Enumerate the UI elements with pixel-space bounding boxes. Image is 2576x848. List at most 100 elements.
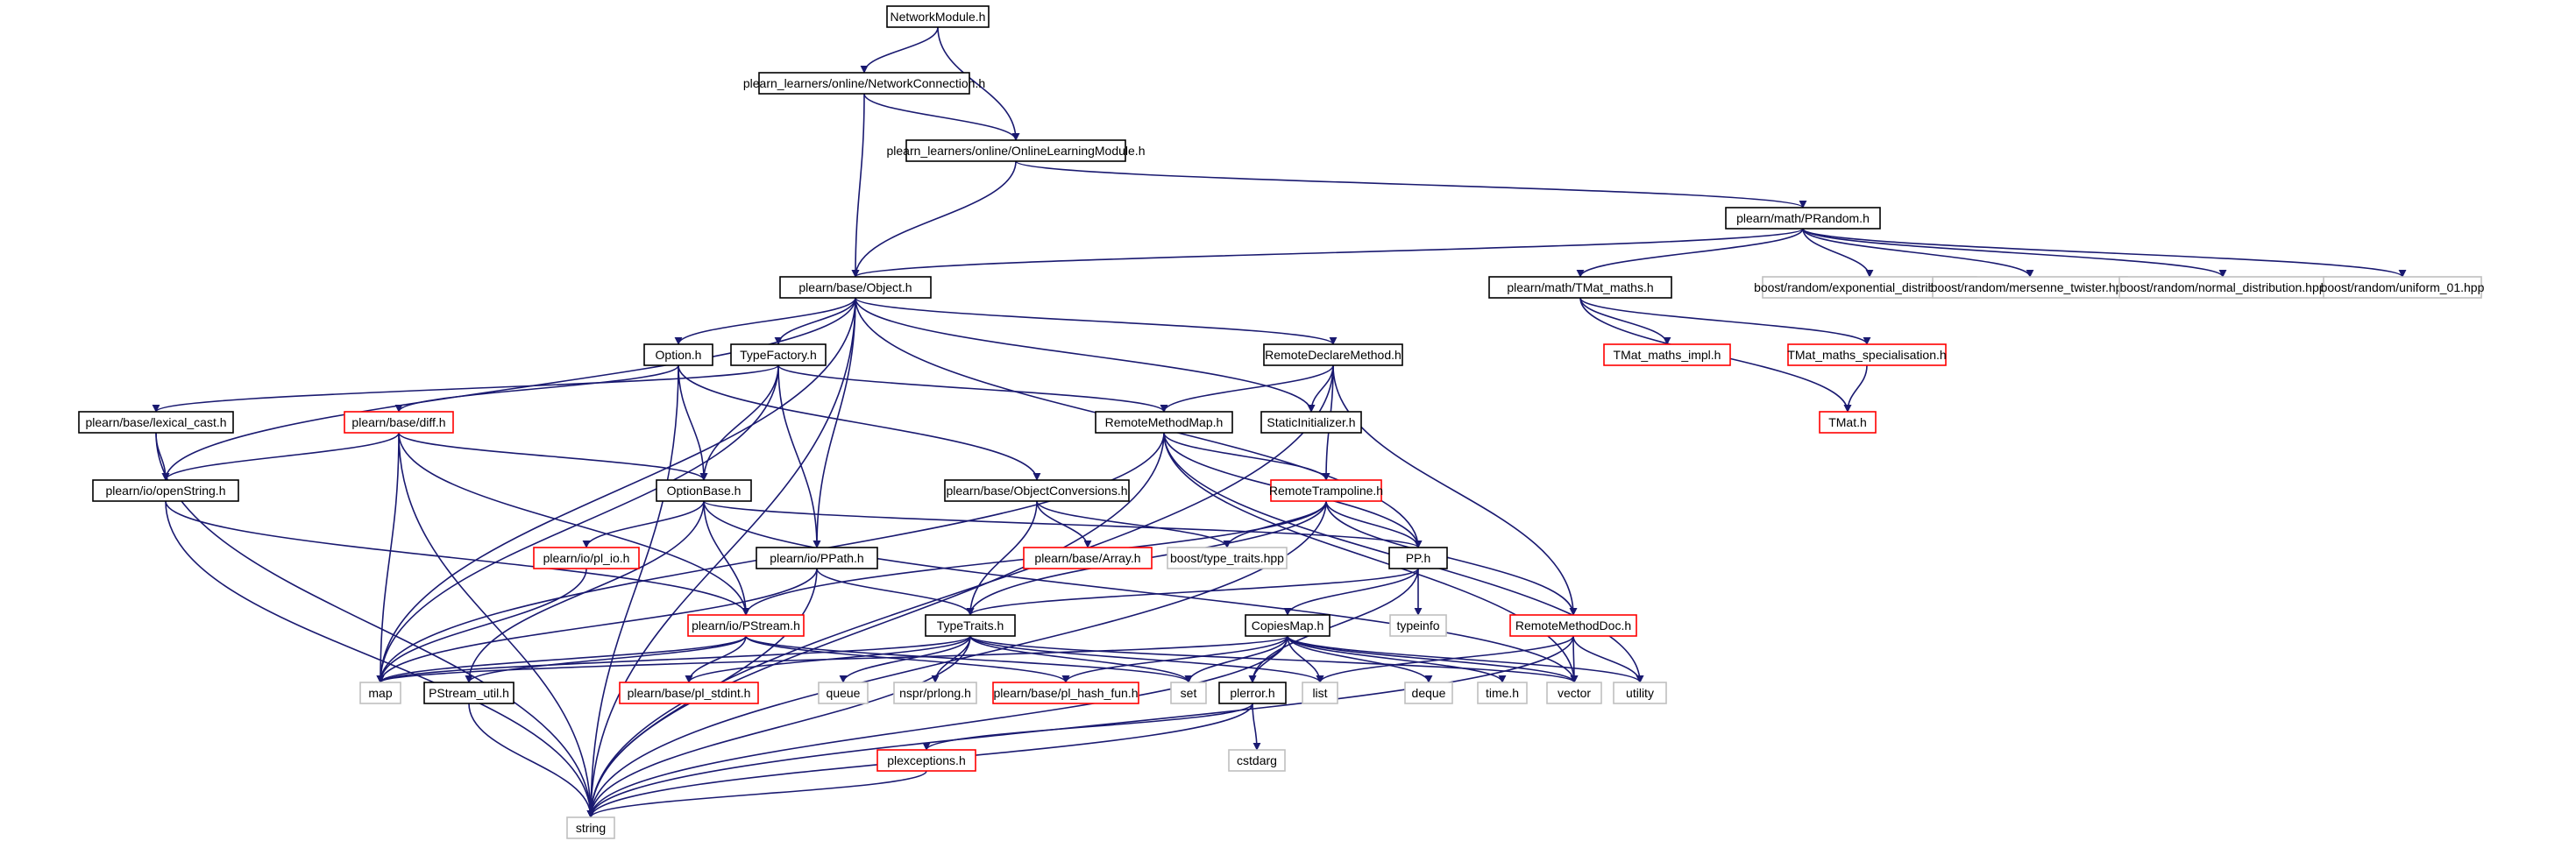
node-typefactory[interactable]: TypeFactory.h <box>730 343 827 366</box>
node-lexcast[interactable]: plearn/base/lexical_cast.h <box>78 411 234 434</box>
node-bunif[interactable]: boost/random/uniform_01.hpp <box>2321 276 2485 299</box>
node-typetraits-label: TypeTraits.h <box>937 618 1004 632</box>
node-diff[interactable]: plearn/base/diff.h <box>344 411 454 434</box>
node-openstring[interactable]: plearn/io/openString.h <box>92 479 239 502</box>
edge-pp-to-copiesmap <box>1283 568 1419 616</box>
node-bnorm[interactable]: boost/random/normal_distribution.hpp <box>2118 276 2327 299</box>
node-rmdoc[interactable]: RemoteMethodDoc.h <box>1509 614 1637 637</box>
node-map[interactable]: map <box>359 682 401 704</box>
edge-copiesmap-to-deque <box>1287 635 1433 683</box>
node-plio-box <box>533 547 640 569</box>
node-plexceptions[interactable]: plexceptions.h <box>876 749 976 772</box>
edge-pstream-to-stdint <box>685 635 747 683</box>
node-tmatmaths[interactable]: plearn/math/TMat_maths.h <box>1488 276 1672 299</box>
node-string[interactable]: string <box>566 816 615 839</box>
edge-diff-to-openstring <box>161 432 400 481</box>
node-utility[interactable]: utility <box>1613 682 1667 704</box>
node-psutil[interactable]: PStream_util.h <box>423 682 514 704</box>
node-stdint[interactable]: plearn/base/pl_stdint.h <box>619 682 759 704</box>
edge-object-to-option <box>674 297 856 345</box>
node-queue[interactable]: queue <box>818 682 869 704</box>
node-tmatspec-label: TMat_maths_specialisation.h <box>1787 348 1946 362</box>
node-vector-box <box>1546 682 1602 704</box>
edge-prandom-to-bexp <box>1802 228 1874 278</box>
node-typeinfo[interactable]: typeinfo <box>1389 614 1447 637</box>
node-olm-label: plearn_learners/online/OnlineLearningMod… <box>887 144 1146 158</box>
node-psutil-box <box>423 682 514 704</box>
edge-rmdoc-to-list <box>1316 635 1574 683</box>
node-olm[interactable]: plearn_learners/online/OnlineLearningMod… <box>887 139 1146 162</box>
node-btt[interactable]: boost/type_traits.hpp <box>1167 547 1288 569</box>
edge-typefactory-to-ppath <box>777 364 821 548</box>
node-staticinit-box <box>1260 411 1362 434</box>
edge-prandom-to-bunif <box>1802 228 2407 278</box>
node-tmatimpl-box <box>1603 343 1731 366</box>
node-tmatspec[interactable]: TMat_maths_specialisation.h <box>1787 343 1947 366</box>
node-pp[interactable]: PP.h <box>1388 547 1448 569</box>
node-option[interactable]: Option.h <box>643 343 713 366</box>
edge-typetraits-to-queue <box>839 635 971 683</box>
node-rdm[interactable]: RemoteDeclareMethod.h <box>1263 343 1403 366</box>
node-plio[interactable]: plearn/io/pl_io.h <box>533 547 640 569</box>
node-list[interactable]: list <box>1302 682 1338 704</box>
edge-rmdoc-to-vector <box>1570 635 1579 683</box>
node-object[interactable]: plearn/base/Object.h <box>779 276 932 299</box>
edge-typetraits-to-set <box>969 635 1193 683</box>
edge-object-to-staticinit <box>855 297 1316 413</box>
node-vector[interactable]: vector <box>1546 682 1602 704</box>
edge-option-to-optionbase <box>678 364 708 481</box>
node-nsprlong[interactable]: nspr/prlong.h <box>893 682 977 704</box>
node-rmm[interactable]: RemoteMethodMap.h <box>1095 411 1233 434</box>
node-objconv-label: plearn/base/ObjectConversions.h <box>946 484 1127 498</box>
node-tmat[interactable]: TMat.h <box>1819 411 1877 434</box>
node-pstream[interactable]: plearn/io/PStream.h <box>687 614 805 637</box>
edge-object-to-string <box>586 297 856 818</box>
node-array[interactable]: plearn/base/Array.h <box>1023 547 1153 569</box>
node-optionbase-box <box>656 479 752 502</box>
node-prandom[interactable]: plearn/math/PRandom.h <box>1725 207 1881 230</box>
node-openstring-label: plearn/io/openString.h <box>106 484 226 498</box>
node-plerror[interactable]: plerror.h <box>1218 682 1287 704</box>
node-objconv[interactable]: plearn/base/ObjectConversions.h <box>944 479 1130 502</box>
edge-copiesmap-to-string <box>586 635 1288 818</box>
node-tmatimpl[interactable]: TMat_maths_impl.h <box>1603 343 1731 366</box>
edge-option-to-objconv <box>678 364 1041 481</box>
node-ppath-label: plearn/io/PPath.h <box>770 551 863 565</box>
node-staticinit[interactable]: StaticInitializer.h <box>1260 411 1362 434</box>
node-bmt[interactable]: boost/random/mersenne_twister.hpp <box>1931 276 2130 299</box>
node-hashfun[interactable]: plearn/base/pl_hash_fun.h <box>992 682 1139 704</box>
node-array-label: plearn/base/Array.h <box>1034 551 1140 565</box>
node-deque[interactable]: deque <box>1404 682 1453 704</box>
node-plexceptions-box <box>876 749 976 772</box>
edge-ppath-to-typetraits <box>816 568 975 616</box>
node-set[interactable]: set <box>1170 682 1207 704</box>
node-queue-box <box>818 682 869 704</box>
node-btt-label: boost/type_traits.hpp <box>1170 551 1284 565</box>
node-cstdarg[interactable]: cstdarg <box>1228 749 1286 772</box>
node-tmatspec-box <box>1787 343 1947 366</box>
edge-typetraits-to-vector <box>969 635 1579 683</box>
node-timeh[interactable]: time.h <box>1477 682 1528 704</box>
node-netconn-box <box>758 72 970 95</box>
node-rmm-box <box>1095 411 1233 434</box>
node-optionbase[interactable]: OptionBase.h <box>656 479 752 502</box>
edge-root-to-olm <box>937 26 1020 141</box>
node-ppath[interactable]: plearn/io/PPath.h <box>756 547 878 569</box>
edge-tmatspec-to-tmat <box>1843 364 1868 413</box>
node-netconn[interactable]: plearn_learners/online/NetworkConnection… <box>743 72 985 95</box>
edge-typefactory-to-lexcast <box>152 364 779 413</box>
edge-copiesmap-to-vector <box>1287 635 1579 683</box>
edge-option-to-diff <box>394 364 679 413</box>
node-rtramp-label: RemoteTrampoline.h <box>1269 484 1383 498</box>
node-copiesmap[interactable]: CopiesMap.h <box>1245 614 1331 637</box>
node-netconn-label: plearn_learners/online/NetworkConnection… <box>743 76 985 90</box>
node-rmm-label: RemoteMethodMap.h <box>1105 415 1224 429</box>
edge-optionbase-to-pstream <box>703 500 750 616</box>
edge-ppath-to-map <box>376 568 818 683</box>
edge-olm-to-object <box>851 160 1017 278</box>
node-tmatmaths-box <box>1488 276 1672 299</box>
node-root[interactable]: NetworkModule.h <box>886 5 990 28</box>
node-rtramp[interactable]: RemoteTrampoline.h <box>1269 479 1383 502</box>
node-typetraits[interactable]: TypeTraits.h <box>925 614 1016 637</box>
